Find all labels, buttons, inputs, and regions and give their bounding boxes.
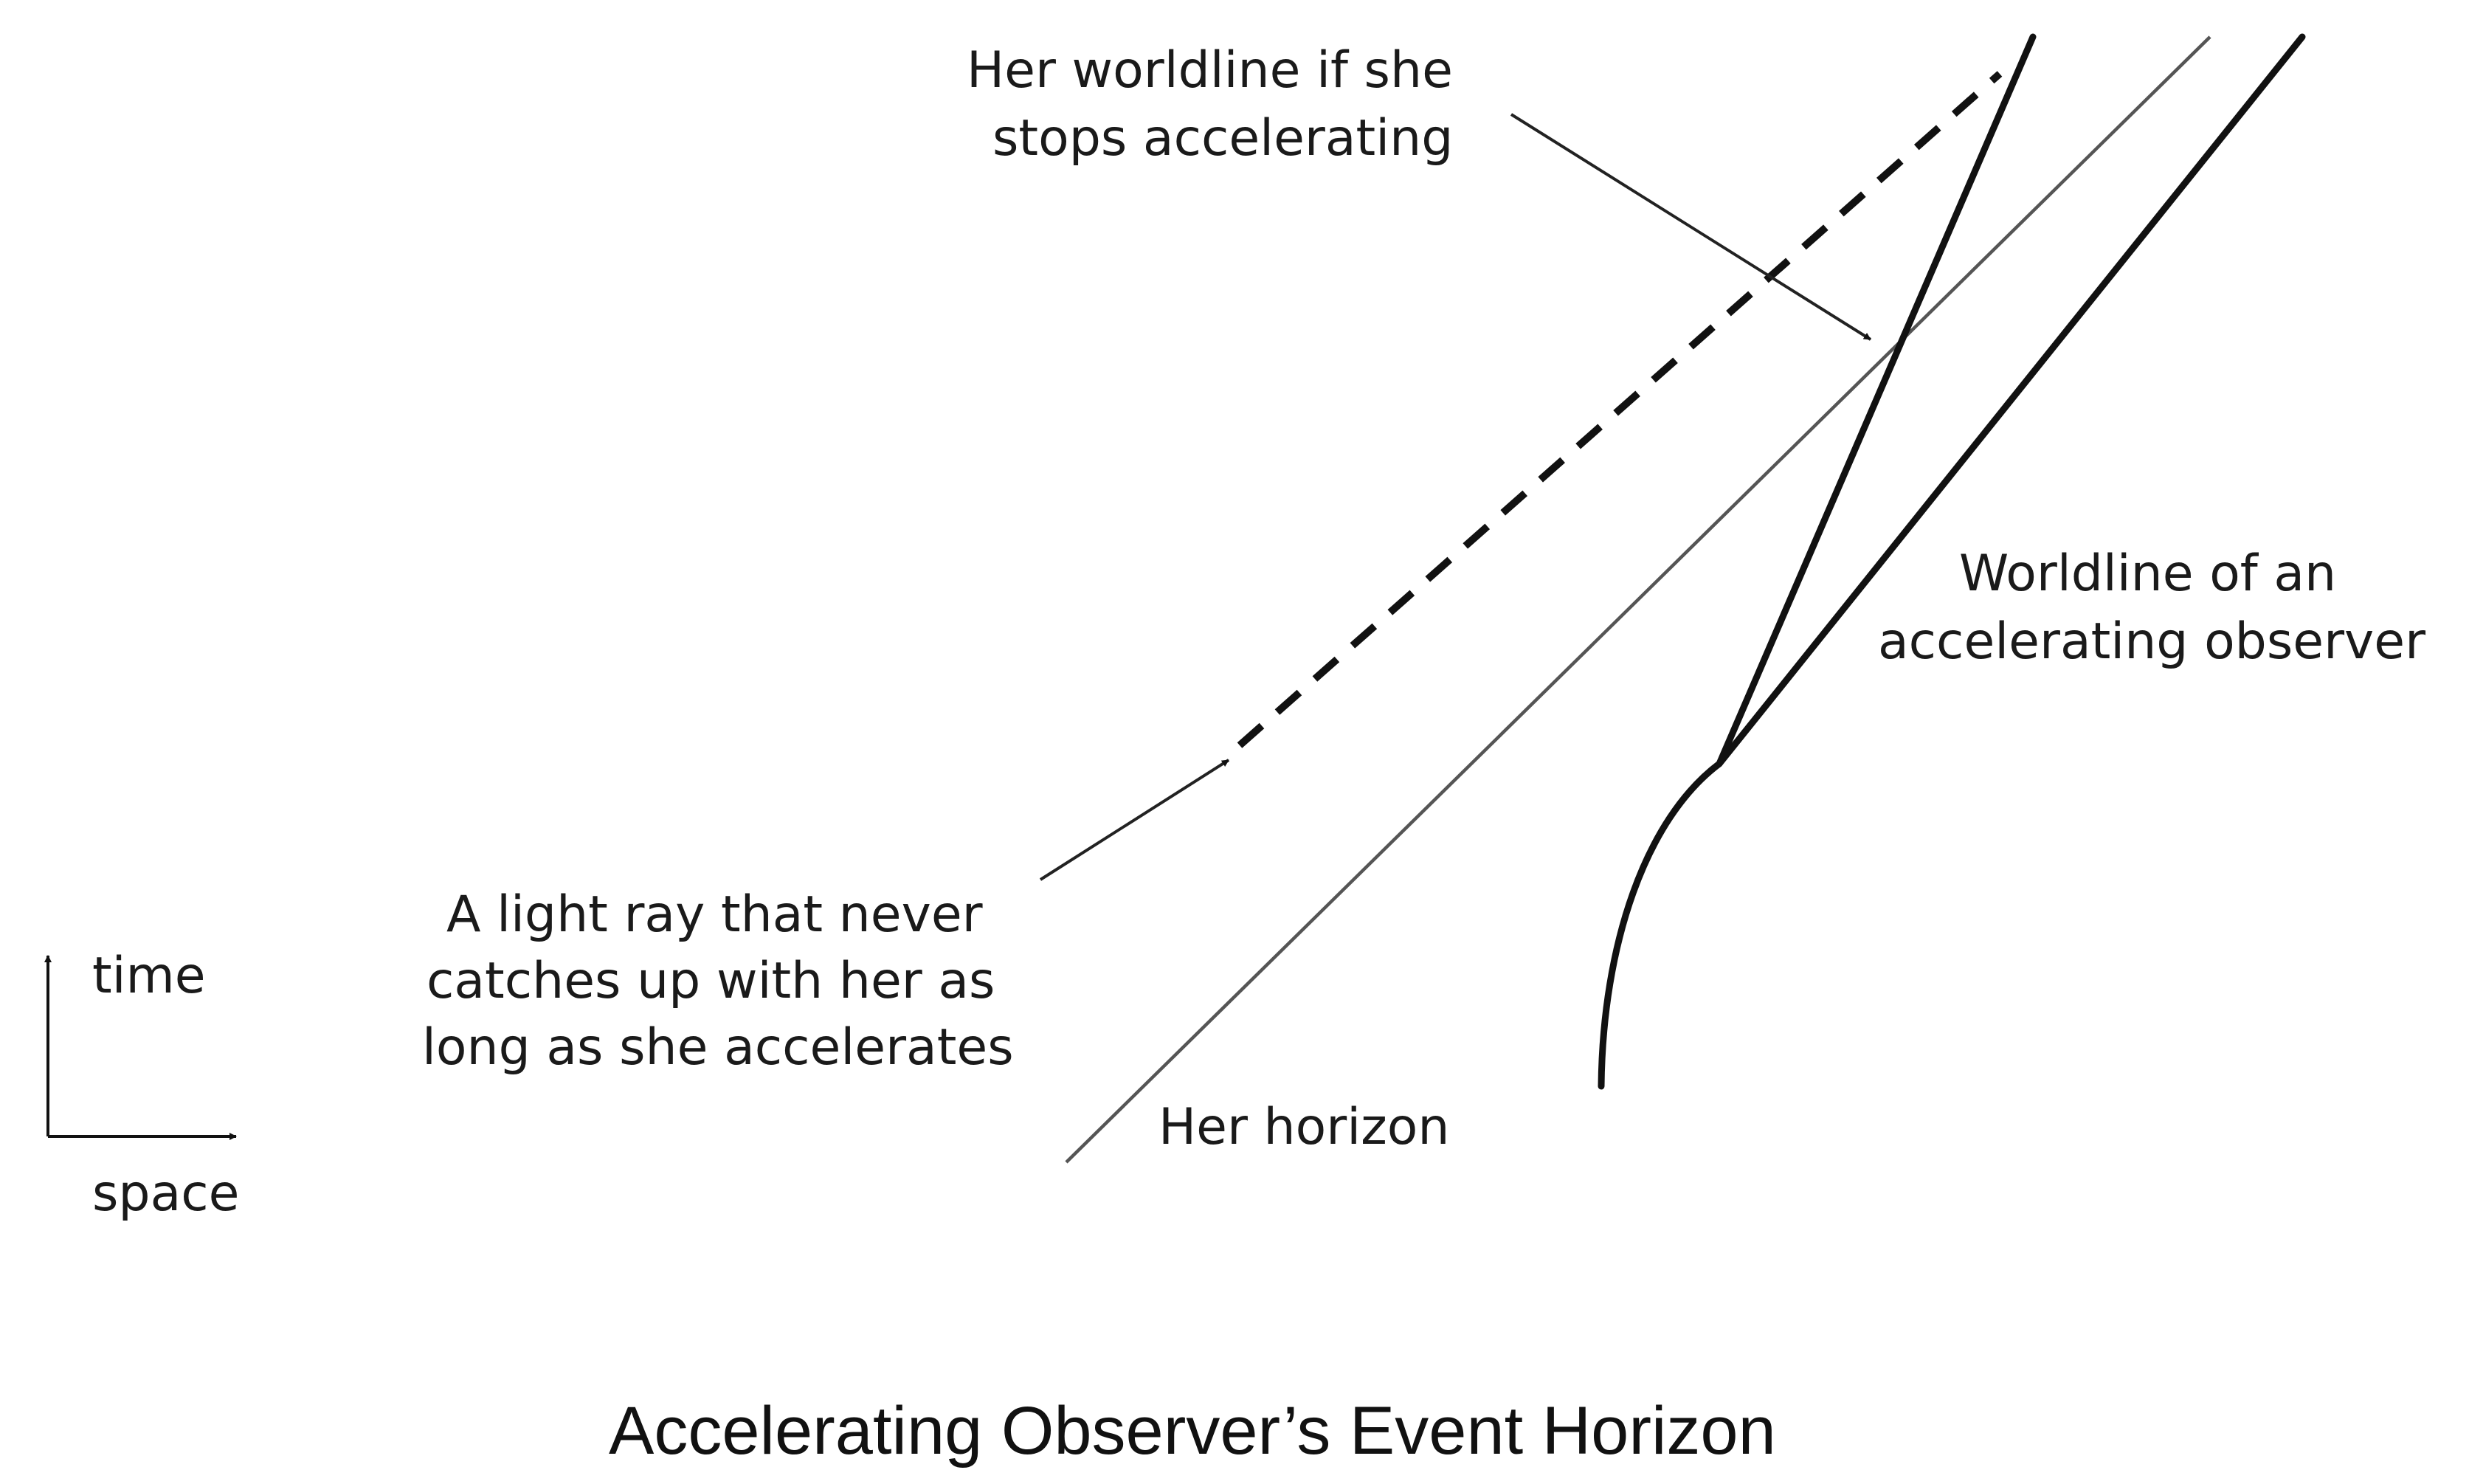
accel-worldline-label-line2: accelerating observer — [1878, 612, 2425, 671]
light-ray-label-line2: catches up with her as — [427, 952, 995, 1010]
light-ray-leader-arrow — [1039, 759, 1230, 881]
horizon-label: Her horizon — [1158, 1098, 1450, 1156]
stop-accelerating-worldline — [1716, 33, 2037, 767]
accelerating-worldline — [1598, 33, 2306, 1090]
diagram-title: Accelerating Observer’s Event Horizon — [609, 1393, 1776, 1469]
space-axis-label: space — [92, 1164, 239, 1223]
time-axis-label: time — [92, 947, 206, 1005]
stop-worldline-leader-arrow — [1510, 113, 1872, 341]
horizon-line — [1065, 35, 2211, 1164]
light-ray-dashed — [1237, 71, 2003, 748]
stop-worldline-label-line2: stops accelerating — [992, 109, 1453, 168]
light-ray-label-line1: A light ray that never — [446, 886, 983, 944]
stop-worldline-label-line1: Her worldline if she — [967, 41, 1453, 100]
light-ray-label-line3: long as she accelerates — [422, 1018, 1014, 1077]
accel-worldline-label-line1: Worldline of an — [1959, 545, 2336, 603]
